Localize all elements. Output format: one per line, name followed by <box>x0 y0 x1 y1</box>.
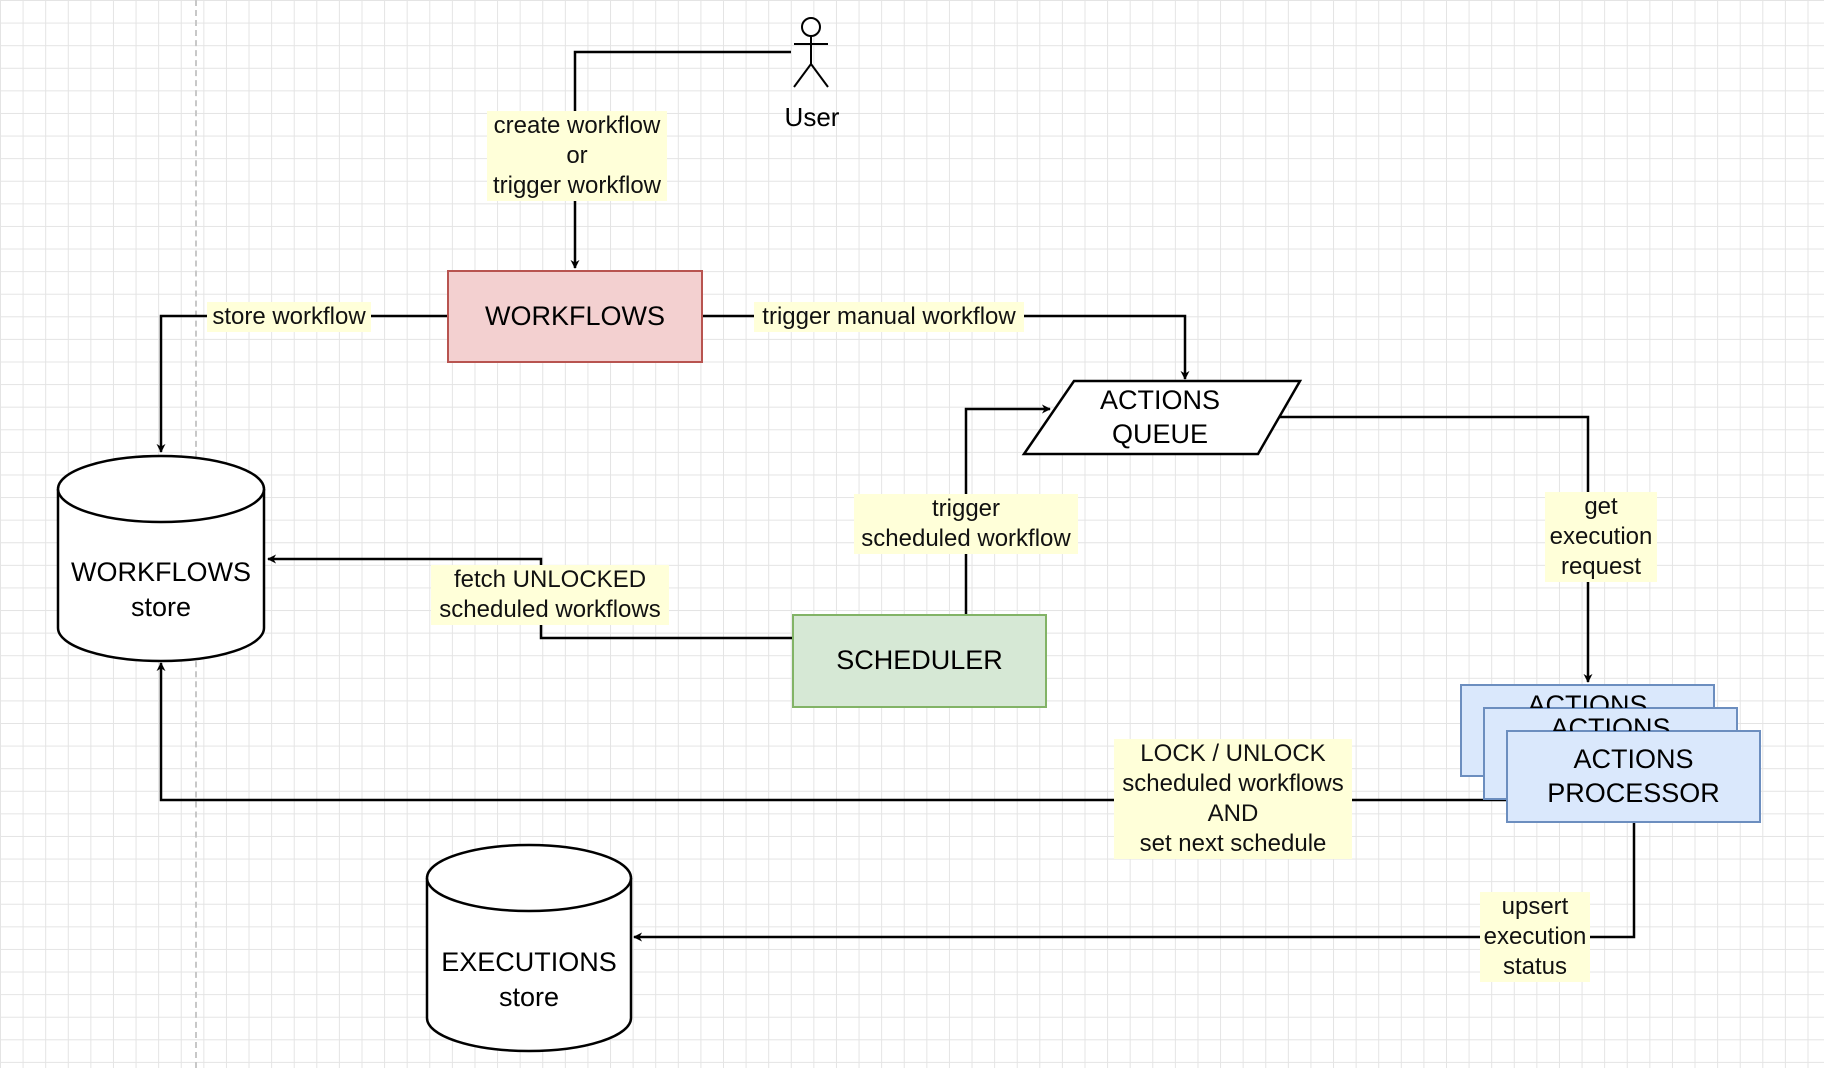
edge-upsert-status[interactable] <box>633 822 1636 942</box>
scheduler-label: SCHEDULER <box>836 645 1003 676</box>
edge-get-execution[interactable] <box>1276 415 1593 683</box>
user-label: User <box>784 102 840 132</box>
edge-label-line: get <box>1584 493 1618 520</box>
edge-label-line: scheduled workflows <box>1122 770 1344 797</box>
workflows-store-line-2: store <box>130 592 192 622</box>
workflows-store-shape[interactable] <box>56 454 266 663</box>
actions-processor-line-2: PROCESSOR <box>1547 777 1720 808</box>
workflows-box-shape[interactable] <box>447 270 703 363</box>
executions-store-line-1: EXECUTIONS <box>441 946 617 977</box>
edge-label-line: scheduled workflows <box>439 596 661 623</box>
edge-label-line: execution <box>1549 523 1653 550</box>
edge-label-line: set next schedule <box>1139 830 1327 857</box>
edge-label-line: scheduled workflow <box>861 525 1071 552</box>
actions-queue-line-1: ACTIONS <box>1099 384 1220 415</box>
edge-label-line: upsert <box>1501 893 1569 920</box>
edge-label-line: trigger workflow <box>492 172 662 199</box>
workflows-label: WORKFLOWS <box>485 300 665 331</box>
actions-processor-middle-title: ACTIONS <box>1550 715 1671 731</box>
edge-label-line: trigger <box>931 495 1001 522</box>
actions-processor-back-title: ACTIONS <box>1527 692 1648 708</box>
actions-queue-label: ACTIONS QUEUE <box>1060 381 1260 454</box>
edge-label-line: LOCK / UNLOCK <box>1140 740 1326 767</box>
edge-label-line: status <box>1502 953 1568 980</box>
edge-label-user-to-workflows: create workflow or trigger workflow <box>487 111 667 201</box>
actions-processor-front-shape[interactable] <box>1506 730 1761 823</box>
edge-label-trigger-manual: trigger manual workflow <box>754 302 1024 332</box>
executions-store-label: EXECUTIONS store <box>427 930 631 1030</box>
edge-label-fetch-unlocked: fetch UNLOCKED scheduled workflows <box>431 565 669 625</box>
scheduler-box-shape[interactable] <box>792 614 1047 708</box>
executions-store-line-2: store <box>498 982 560 1012</box>
edge-label-store-workflow: store workflow <box>207 302 371 332</box>
edge-label-get-execution: get execution request <box>1545 492 1657 582</box>
edge-label-line: create workflow <box>493 112 661 139</box>
actions-processor-line-1: ACTIONS <box>1573 743 1694 774</box>
actions-queue-line-2: QUEUE <box>1111 418 1209 449</box>
edge-lock-unlock[interactable] <box>156 662 1507 802</box>
edge-label-line: or <box>566 142 588 169</box>
actions-processor-back-peek: ACTIONS <box>1461 692 1714 708</box>
actions-processor-label: ACTIONS PROCESSOR <box>1507 731 1760 822</box>
edge-label-lock-unlock: LOCK / UNLOCK scheduled workflows AND se… <box>1114 739 1352 859</box>
actions-processor-middle-peek: ACTIONS <box>1484 715 1737 731</box>
edge-label-line: fetch UNLOCKED <box>453 566 647 593</box>
edge-label-line: request <box>1560 553 1642 580</box>
workflows-store-line-1: WORKFLOWS <box>71 556 251 587</box>
edge-label-trigger-scheduled: trigger scheduled workflow <box>854 494 1078 554</box>
actions-queue-shape[interactable] <box>1021 379 1303 456</box>
user-actor-icon[interactable] <box>793 17 829 88</box>
executions-store-shape[interactable] <box>425 843 633 1053</box>
edge-label-line: AND <box>1207 800 1259 827</box>
edge-label-upsert-status: upsert execution status <box>1480 892 1590 982</box>
edge-label-line: execution <box>1483 923 1587 950</box>
workflows-store-label: WORKFLOWS store <box>58 540 264 640</box>
edge-store-workflow[interactable] <box>156 314 448 453</box>
